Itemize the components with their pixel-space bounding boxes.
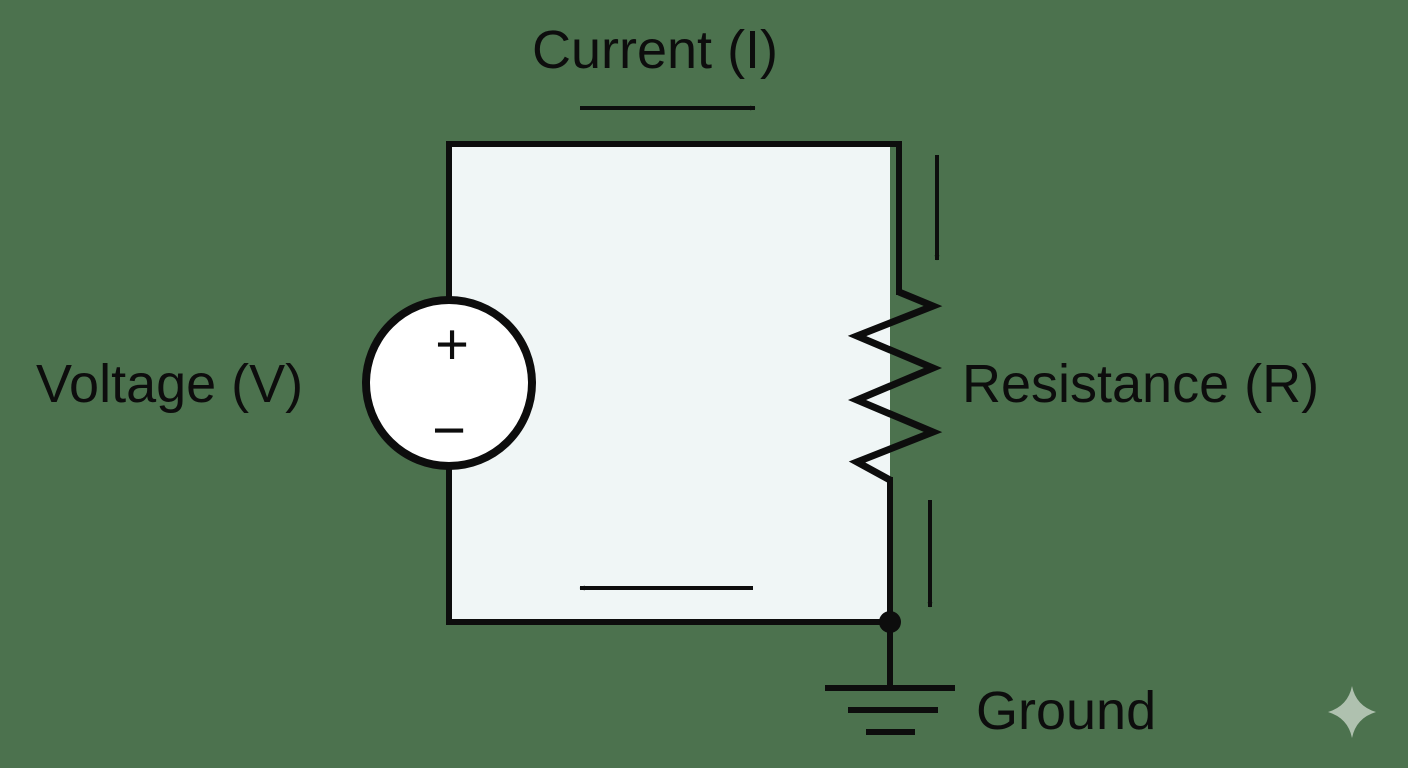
plus-symbol: + (435, 312, 469, 377)
minus-symbol: − (432, 398, 466, 463)
wire-left-bottom (446, 463, 893, 625)
current-label: Current (I) (532, 20, 778, 80)
voltage-label: Voltage (V) (36, 354, 303, 414)
resistance-label: Resistance (R) (962, 354, 1319, 414)
resistor-symbol (847, 288, 943, 484)
voltage-source: + − (362, 296, 536, 470)
ground-symbol (825, 685, 955, 735)
junction-dot (879, 611, 901, 633)
voltage-source-circle (362, 296, 536, 470)
current-arrows (579, 105, 940, 608)
ground-label: Ground (976, 681, 1156, 741)
sparkle-icon (1328, 686, 1376, 738)
wire-top (446, 141, 902, 303)
